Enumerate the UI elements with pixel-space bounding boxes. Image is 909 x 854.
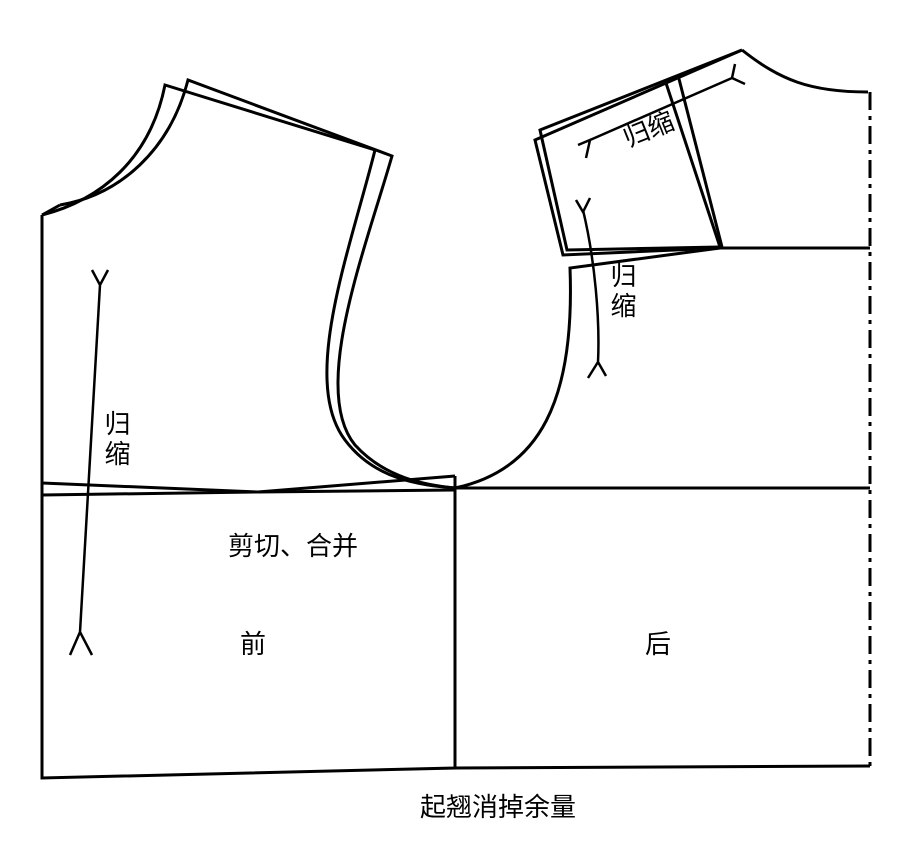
front-piece — [40, 78, 457, 780]
front-label: 前 — [240, 630, 267, 660]
cut-merge-label: 剪切、合并 — [228, 532, 359, 562]
front-dart-label: 归缩 — [100, 410, 130, 470]
dart-arrows — [68, 63, 746, 656]
back-piece — [454, 48, 872, 770]
back-dart-label: 归缩 — [606, 262, 636, 322]
caption: 起翘消掉余量 — [420, 793, 577, 823]
back-label: 后 — [645, 630, 672, 660]
